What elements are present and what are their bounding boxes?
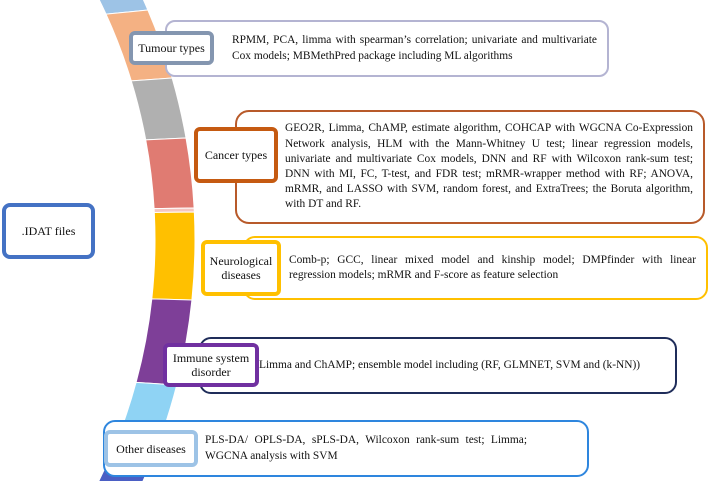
- arc-segment-neuro: [151, 211, 196, 301]
- cancer-types-label: Cancer types: [204, 148, 268, 162]
- immune-system-disorder-label: Immune system disorder: [172, 351, 250, 379]
- cancer-types-description-box: GEO2R, Limma, ChAMP, estimate algorithm,…: [235, 110, 705, 224]
- cancer-types-label-box: Cancer types: [194, 127, 278, 183]
- neurological-diseases-label-box: Neurological diseases: [201, 240, 281, 296]
- tumour-types-label: Tumour types: [138, 41, 205, 55]
- immune-system-disorder-description: Limma and ChAMP; ensemble model includin…: [259, 358, 641, 371]
- cancer-types-description: GEO2R, Limma, ChAMP, estimate algorithm,…: [285, 122, 693, 211]
- neurological-diseases-label: Neurological diseases: [209, 254, 273, 282]
- tumour-types-label-box: Tumour types: [129, 31, 214, 65]
- idat-files-label: .IDAT files: [21, 224, 76, 238]
- neurological-diseases-description-box: Comb-p; GCC, linear mixed model and kins…: [243, 236, 708, 300]
- arc-segment-grey: [130, 77, 187, 141]
- tumour-types-description: RPMM, PCA, limma with spearman’s correla…: [232, 34, 597, 62]
- other-diseases-description: PLS-DA/ OPLS-DA, sPLS-DA, Wilcoxon rank-…: [205, 434, 527, 462]
- arc-segment-cancer: [145, 137, 195, 210]
- other-diseases-label-box: Other diseases: [104, 430, 198, 467]
- immune-system-disorder-description-box: Limma and ChAMP; ensemble model includin…: [199, 337, 677, 394]
- neurological-diseases-description: Comb-p; GCC, linear mixed model and kins…: [289, 253, 696, 281]
- immune-system-disorder-label-box: Immune system disorder: [163, 343, 259, 387]
- idat-files-node: .IDAT files: [2, 203, 95, 259]
- tumour-types-description-box: RPMM, PCA, limma with spearman’s correla…: [165, 20, 609, 77]
- other-diseases-label: Other diseases: [116, 441, 186, 456]
